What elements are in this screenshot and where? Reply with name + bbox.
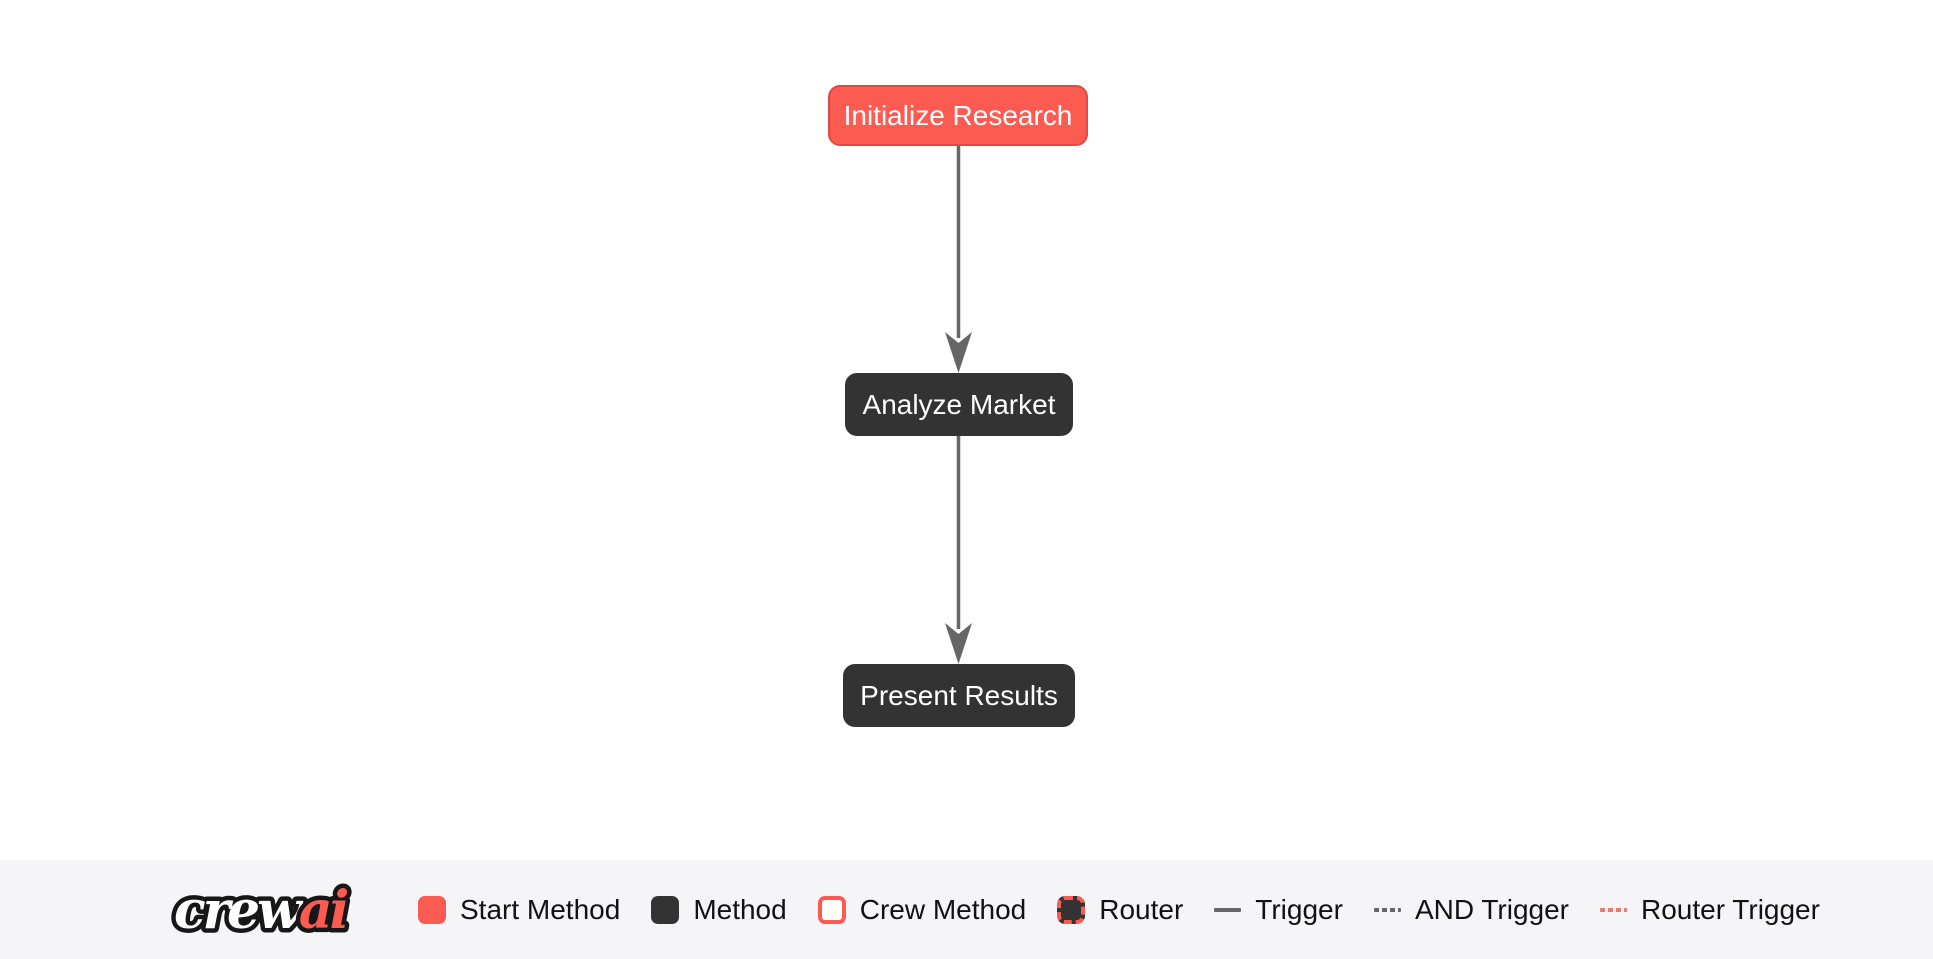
legend-item-and-trigger: AND Trigger xyxy=(1373,893,1569,926)
legend-item-start-method: Start Method xyxy=(418,894,620,926)
legend-item-router: Router xyxy=(1057,894,1183,926)
arrowhead-icon xyxy=(945,623,972,664)
node-initialize-research[interactable]: Initialize Research xyxy=(828,85,1088,146)
legend-item-router-trigger: Router Trigger xyxy=(1599,893,1820,926)
legend-label: Trigger xyxy=(1255,893,1343,925)
node-label: Initialize Research xyxy=(843,99,1073,131)
trigger-line-icon xyxy=(1214,907,1242,912)
legend-items: Start Method Method Crew Method Router T… xyxy=(418,894,1820,926)
legend-label: Router Trigger xyxy=(1640,893,1820,925)
legend-label: Method xyxy=(693,893,787,925)
crew-method-swatch-icon xyxy=(817,895,846,924)
logo-text: crewai xyxy=(174,880,348,941)
and-trigger-line-icon xyxy=(1373,907,1401,912)
legend-item-trigger: Trigger xyxy=(1214,894,1343,926)
legend-label: Crew Method xyxy=(859,893,1027,925)
node-label: Present Results xyxy=(860,679,1058,711)
logo-word-crew: crew xyxy=(174,880,304,941)
legend-item-crew-method: Crew Method xyxy=(817,893,1027,926)
edge-trigger-1 xyxy=(945,146,972,373)
node-present-results[interactable]: Present Results xyxy=(843,664,1075,727)
legend-label: AND Trigger xyxy=(1414,893,1569,925)
flow-canvas[interactable]: Initialize Research Analyze Market Prese… xyxy=(0,0,1933,860)
method-swatch-icon xyxy=(651,895,680,924)
edge-trigger-2 xyxy=(945,436,972,664)
node-label: Analyze Market xyxy=(862,388,1056,420)
legend-label: Router xyxy=(1099,893,1184,925)
router-swatch-icon xyxy=(1057,895,1086,924)
node-analyze-market[interactable]: Analyze Market xyxy=(845,373,1073,436)
legend-item-method: Method xyxy=(651,893,787,926)
legend-bar: crewai Start Method Method Crew Method R… xyxy=(0,860,1933,959)
arrowhead-icon xyxy=(945,332,972,373)
logo-word-ai: ai xyxy=(299,880,348,941)
start-method-swatch-icon xyxy=(418,895,446,924)
crewai-logo: crewai xyxy=(170,875,355,945)
legend-label: Start Method xyxy=(460,893,621,925)
router-trigger-line-icon xyxy=(1599,907,1627,912)
